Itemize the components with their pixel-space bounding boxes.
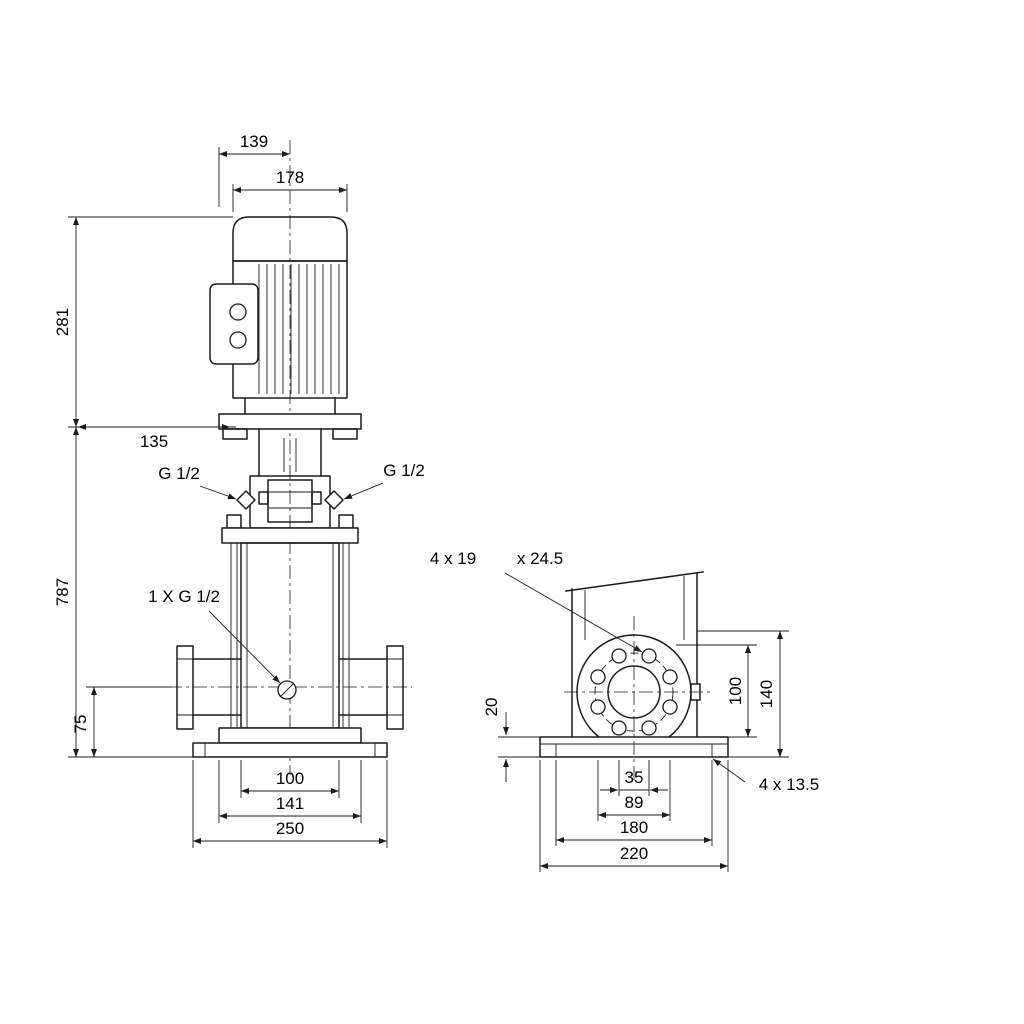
side-column bbox=[565, 571, 704, 738]
side-view: 20 100 140 35 89 180 220 4 x 19 x 24.5 4… bbox=[430, 549, 819, 872]
suction-flange bbox=[176, 645, 194, 730]
dim-178-label: 178 bbox=[276, 168, 304, 187]
side-centerlines bbox=[564, 616, 712, 780]
dim-100-side-label: 100 bbox=[726, 677, 745, 705]
dim-787-label: 787 bbox=[53, 578, 72, 606]
head-top-plate bbox=[221, 527, 359, 544]
base-holes-label: 4 x 13.5 bbox=[759, 775, 820, 794]
cable-entry-top bbox=[229, 303, 247, 321]
vent-plug-left-label: G 1/2 bbox=[158, 464, 200, 483]
pump-foot bbox=[218, 727, 362, 744]
dim-139-label: 139 bbox=[240, 132, 268, 151]
dim-89-label: 89 bbox=[625, 793, 644, 812]
coupling-section bbox=[221, 428, 359, 544]
flange-holes-label: 4 x 19 bbox=[430, 549, 476, 568]
front-view: 139 178 281 787 135 75 100 141 250 G 1/2… bbox=[53, 132, 425, 848]
dim-135-label: 135 bbox=[140, 432, 168, 451]
front-centerlines bbox=[168, 140, 412, 775]
chamber-stack bbox=[176, 542, 404, 758]
dim-140-label: 140 bbox=[757, 680, 776, 708]
side-dimensions: 20 100 140 35 89 180 220 4 x 19 x 24.5 4… bbox=[430, 549, 819, 872]
dim-75-label: 75 bbox=[71, 715, 90, 734]
dim-141-label: 141 bbox=[276, 794, 304, 813]
staybolts bbox=[230, 543, 350, 728]
dim-35-label: 35 bbox=[625, 768, 644, 787]
vent-plug-right bbox=[324, 490, 344, 510]
vent-plug-right-label: G 1/2 bbox=[383, 461, 425, 480]
discharge-flange bbox=[386, 645, 404, 730]
terminal-box bbox=[209, 283, 259, 365]
drain-plug-label: 1 X G 1/2 bbox=[148, 587, 220, 606]
motor bbox=[209, 216, 362, 440]
dim-250-label: 250 bbox=[276, 819, 304, 838]
motor-stool-plate bbox=[218, 413, 362, 430]
dim-20-label: 20 bbox=[482, 698, 501, 717]
front-dimensions: 139 178 281 787 135 75 100 141 250 G 1/2… bbox=[53, 132, 425, 848]
dim-281-label: 281 bbox=[53, 308, 72, 336]
vent-plug-left bbox=[236, 490, 256, 510]
dim-180-label: 180 bbox=[620, 818, 648, 837]
base-plate-front bbox=[192, 742, 388, 758]
flange-counterbore-label: x 24.5 bbox=[517, 549, 563, 568]
cable-entry-bottom bbox=[229, 331, 247, 349]
dim-100-front-label: 100 bbox=[276, 769, 304, 788]
motor-fins bbox=[258, 264, 340, 394]
dim-220-label: 220 bbox=[620, 844, 648, 863]
